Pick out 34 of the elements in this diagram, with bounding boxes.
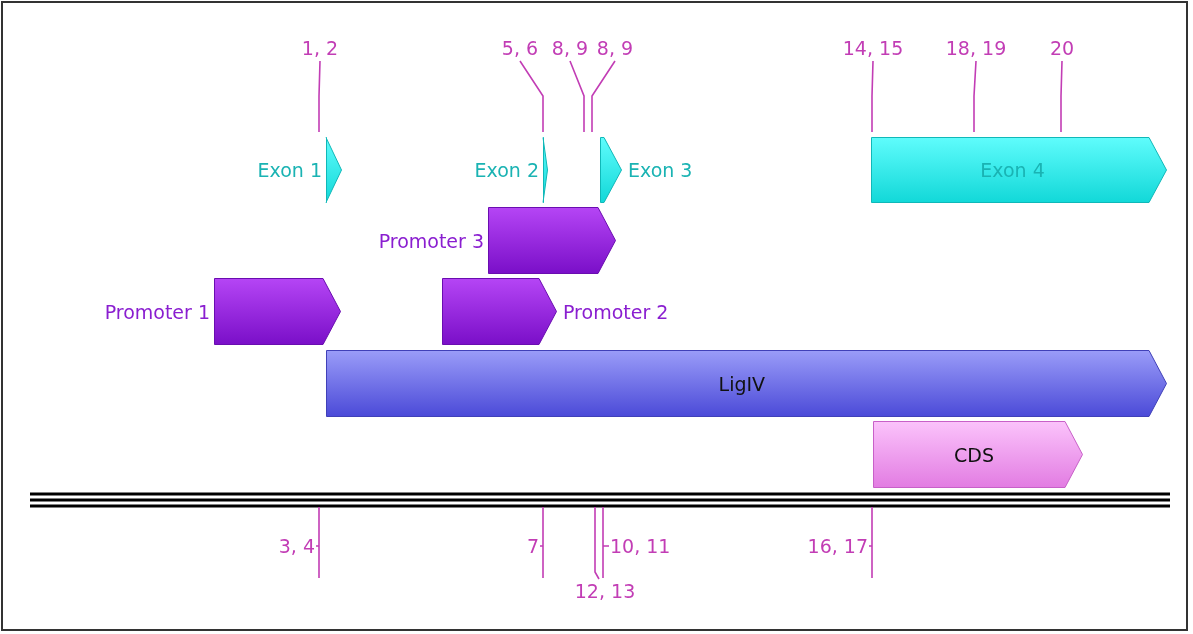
leader-line: [868, 506, 873, 579]
leader-line: [318, 60, 321, 133]
site-number: 20: [1049, 36, 1075, 60]
site-number: 12, 13: [574, 579, 636, 603]
leader-line: [1060, 60, 1063, 133]
site-number: 16, 17: [807, 534, 868, 558]
feature-label: CDS: [954, 442, 994, 467]
leader-line: [591, 60, 616, 133]
leader-line: [539, 506, 544, 579]
site-number: 5, 6: [501, 36, 539, 60]
leader-line: [315, 506, 320, 579]
site-number: 18, 19: [945, 36, 1007, 60]
feature-label: Promoter 3: [378, 228, 484, 253]
site-number: 1, 2: [301, 36, 339, 60]
leader-line: [594, 506, 600, 580]
site-number: 3, 4: [278, 534, 315, 558]
feature-label: Exon 1: [257, 158, 322, 182]
dna-backbone: [30, 492, 1170, 508]
site-number: 8, 9: [596, 36, 634, 60]
site-number: 10, 11: [610, 534, 671, 558]
feature-label: Exon 2: [474, 158, 539, 182]
leader-line: [569, 60, 585, 133]
leader-line: [973, 60, 977, 133]
site-number: 8, 9: [551, 36, 589, 60]
feature-label: Promoter 1: [104, 299, 210, 324]
feature-label: Exon 3: [628, 158, 693, 182]
leader-line: [519, 60, 544, 133]
feature-label: Exon 4: [980, 158, 1045, 182]
site-number: 14, 15: [842, 36, 904, 60]
leader-line: [871, 60, 874, 133]
feature-label: LigIV: [718, 371, 766, 396]
site-number: 7: [526, 534, 539, 558]
leader-line: [602, 506, 610, 579]
feature-label: Promoter 2: [563, 299, 669, 324]
